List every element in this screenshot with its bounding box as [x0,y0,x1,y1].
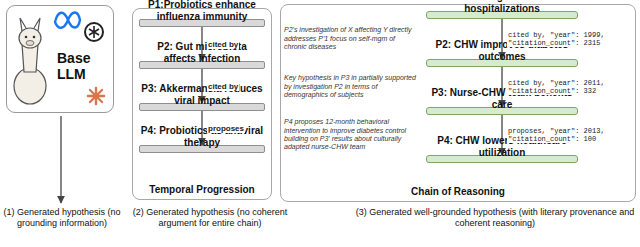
claude-star [88,88,104,104]
llama-ears [20,18,40,31]
reasoning-note: P4 proposes 12-month behavioral interven… [284,118,418,152]
edge-label: cited by [207,82,239,91]
edge-label: proposes, "year": 2013, "citation_count"… [507,127,621,144]
llama-head [19,28,41,48]
edge-label: proposes [207,124,245,133]
group-panel: Temporal Progression P1:Probiotics enhanc… [132,8,272,200]
llama-snout [26,41,34,46]
model-box: Base LLM [6,5,114,113]
node-label: P2: Gut microbiota affects infection [140,41,264,64]
paper-box: P3: Akkermansia reduces viral impact [139,103,265,111]
edge-label: cited by [207,40,239,49]
paper-box: P2: Gut microbiota affects infection [139,61,265,69]
paper-box: P1:Probiotics enhance influenza immunity [139,19,265,27]
edge-label: cited by, "year": 2011, "citation_count"… [507,79,621,96]
openai-logo [85,23,103,41]
openai-knot [89,26,99,38]
llama-body [14,68,46,104]
node-label: Base LLM [57,50,109,82]
node-label: P4: Probiotics as antiviral therapy [140,125,264,148]
panel-title: Chain of Reasoning [281,186,635,197]
meta-logo [55,13,80,28]
llama-eye [25,36,28,39]
paper-box: P3: Nurse-CHW team benefits care [426,107,578,115]
star-rays [88,88,104,104]
node-label: P1: Self-management reduces hospitalizat… [427,0,577,14]
output-caption: (1) Generated hypothesis (no grounding i… [2,207,122,229]
paper-box: P1: Self-management reduces hospitalizat… [426,11,578,19]
panel-title: Temporal Progression [133,184,271,195]
llama-eye [33,36,36,39]
paper-box: P4: CHW lowers healthcare utilization [426,155,578,163]
paper-box: P2: CHW improves diabetes outcomes [426,59,578,67]
paper-box: P4: Probiotics as antiviral therapy [139,145,265,153]
output-arrow [60,116,61,203]
node-label: P1:Probiotics enhance influenza immunity [140,0,264,22]
output-caption: (3) Generated well-grounded hypothesis (… [355,207,635,229]
edge-label: cited by, "year": 1999, "citation_count"… [507,31,621,48]
reasoning-note: P2's investigation of X affecting Y dire… [284,26,418,51]
openai-ring [85,23,103,41]
node-label: P3: Akkermansia reduces viral impact [140,83,264,106]
reasoning-note: Key hypothesis in P3 in partially suppor… [284,74,418,99]
output-caption: (2) Generated hypothesis (no coherent ar… [124,207,296,229]
